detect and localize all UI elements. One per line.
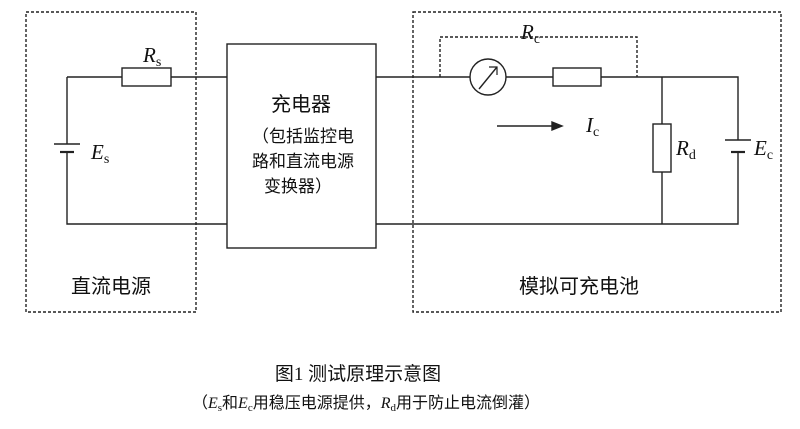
arrow-right-icon — [497, 120, 564, 132]
charger-desc-line1: （包括监控电 — [252, 127, 354, 146]
label-es: Es — [90, 140, 109, 167]
rc-resistor — [552, 67, 602, 87]
battery-region — [412, 11, 782, 313]
rc-bracket — [439, 36, 638, 77]
charger-desc-line3: 变换器） — [264, 177, 332, 196]
label-ic: Ic — [585, 113, 599, 140]
label-ec: Ec — [753, 136, 773, 163]
rd-resistor — [652, 123, 672, 173]
right-wire-top — [376, 76, 739, 140]
label-rs: Rs — [142, 43, 161, 70]
figure-caption-title: 图1 测试原理示意图 — [275, 363, 441, 385]
charger-title: 充电器 — [271, 93, 331, 116]
label-rc: Rc — [520, 20, 540, 47]
battery-ec-icon — [725, 139, 751, 154]
charger-box — [226, 43, 377, 249]
dc-source-region — [25, 11, 197, 313]
label-rd: Rd — [675, 136, 696, 163]
right-wire-bottom — [376, 152, 739, 225]
charger-desc-line2: 路和直流电源 — [252, 152, 354, 171]
section-label-battery: 模拟可充电池 — [519, 275, 639, 298]
left-wire-vertical-bottom — [66, 158, 227, 225]
rs-resistor — [121, 67, 172, 87]
battery-es-icon — [54, 137, 80, 158]
figure-caption-note: （Es和Ec用稳压电源提供，Rd用于防止电流倒灌） — [192, 394, 540, 414]
section-label-dc-source: 直流电源 — [71, 275, 151, 298]
ammeter-icon — [469, 58, 507, 96]
